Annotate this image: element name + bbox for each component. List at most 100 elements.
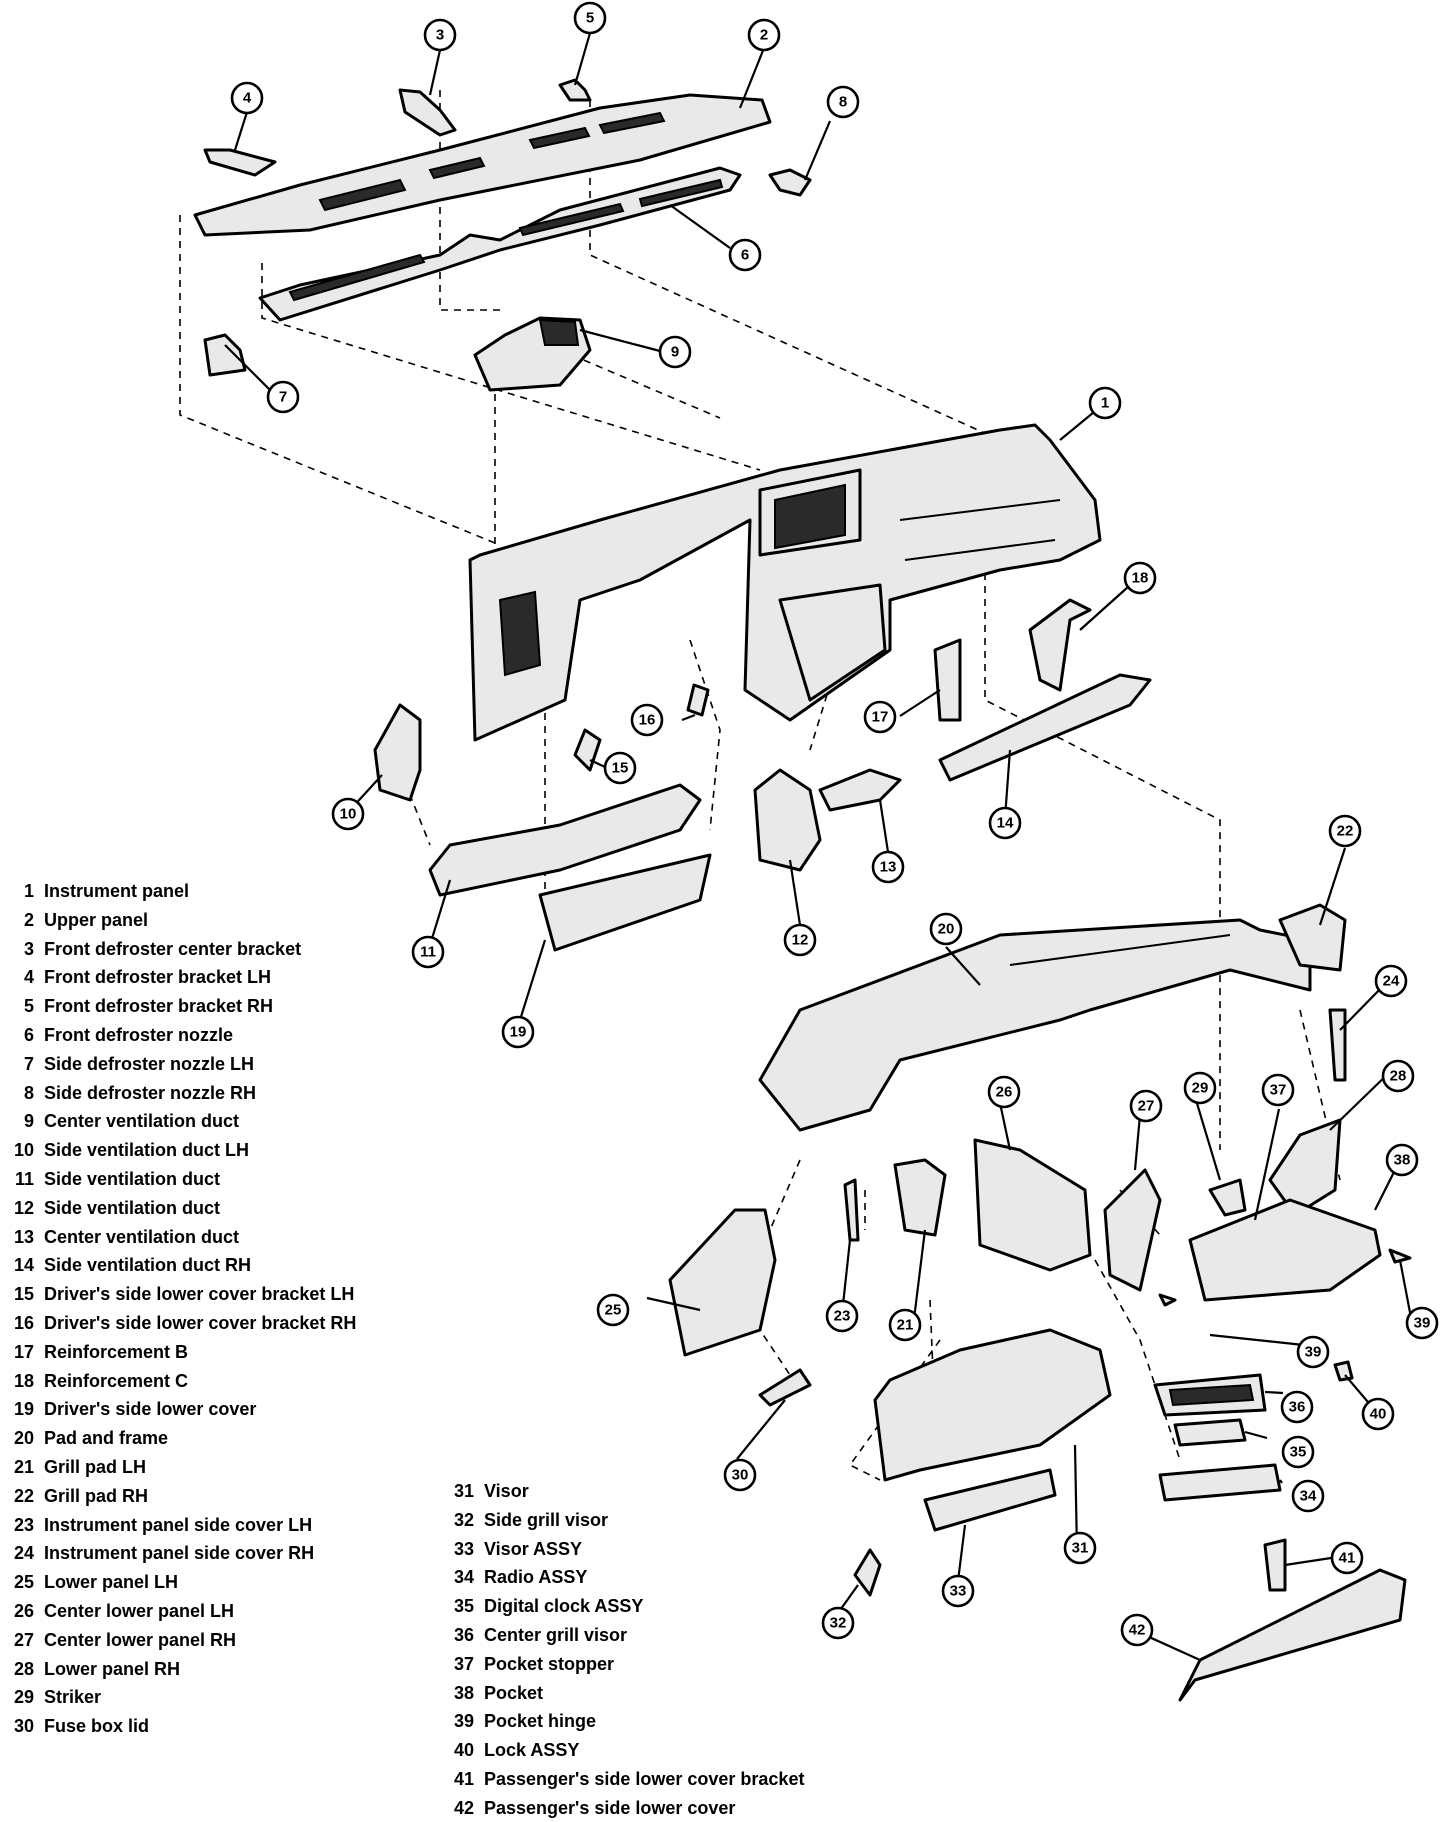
callout-number: 19: [510, 1024, 527, 1041]
legend-item-name: Visor: [484, 1481, 529, 1501]
callout-number: 35: [1290, 1444, 1307, 1461]
callout-circle: [888, 1308, 922, 1342]
callout-number: 5: [586, 10, 594, 27]
callout-15: 15: [603, 751, 637, 785]
callout-circle: [1129, 1089, 1163, 1123]
callout-24: 24: [1374, 964, 1408, 998]
legend-item-number: 14: [13, 1255, 34, 1276]
callout-4: 4: [230, 81, 264, 115]
callout-number: 28: [1390, 1068, 1407, 1085]
upper-panel-shape: [193, 93, 772, 237]
callout-number: 9: [671, 344, 679, 361]
callout-number: 2: [760, 27, 768, 44]
legend-item-name: Side ventilation duct RH: [44, 1255, 252, 1276]
callout-number: 10: [340, 806, 357, 823]
legend-item-number: 1: [23, 881, 34, 901]
leader-lines: [224, 32, 1414, 1662]
front-defroster-nozzle-shape: [258, 166, 742, 322]
instrument-panel-shape: [468, 423, 1102, 742]
legend-item-name: Reinforcement C: [44, 1370, 189, 1391]
legend-item: 14 Side ventilation duct RH: [0, 1251, 480, 1279]
callout-21: 21: [888, 1308, 922, 1342]
legend-item-name: Center ventilation duct: [44, 1226, 240, 1247]
callout-number: 33: [950, 1583, 967, 1600]
legend-item-name: Front defroster center bracket: [44, 938, 302, 959]
callout-number: 24: [1383, 973, 1400, 990]
legend-item-number: 39: [453, 1711, 474, 1732]
legend-item-number: 35: [453, 1596, 474, 1617]
callout-circle: [630, 703, 664, 737]
legend-item-number: 29: [13, 1687, 34, 1708]
callout-circle: [1183, 1071, 1217, 1105]
callout-circle: [1123, 561, 1157, 595]
legend-item-number: 36: [453, 1625, 474, 1645]
visor-pocket-radio-shapes: [853, 1198, 1412, 1702]
legend-item-name: Side ventilation duct: [44, 1169, 221, 1189]
callout-circle: [1088, 386, 1122, 420]
callout-6: 6: [728, 238, 762, 272]
callout-circle: [331, 797, 365, 831]
callout-circle: [1120, 1613, 1154, 1647]
callout-number: 16: [639, 712, 656, 729]
legend-item-name: Striker: [44, 1687, 102, 1708]
legend-item-name: Upper panel: [44, 909, 149, 930]
legend-item-number: 2: [23, 909, 34, 930]
callout-12: 12: [783, 923, 817, 957]
callout-37: 37: [1261, 1073, 1295, 1107]
callout-36: 36: [1280, 1390, 1314, 1424]
callout-17: 17: [863, 700, 897, 734]
legend-item-number: 5: [23, 996, 34, 1017]
legend-item-name: Driver's side lower cover: [44, 1399, 257, 1420]
callout-circle: [825, 1299, 859, 1333]
callout-circle: [747, 18, 781, 52]
callout-number: 29: [1192, 1080, 1209, 1097]
legend-item-name: Grill pad LH: [44, 1457, 147, 1477]
legend-item-name: Passenger's side lower cover: [484, 1797, 736, 1818]
callout-2: 2: [747, 18, 781, 52]
callout-number: 8: [839, 94, 847, 111]
legend-item-name: Pocket hinge: [484, 1711, 597, 1732]
callout-circle: [1381, 1059, 1415, 1093]
legend-item-name: Lower panel LH: [44, 1572, 179, 1593]
callout-number: 34: [1300, 1488, 1317, 1505]
callout-25: 25: [596, 1293, 630, 1327]
legend-item-name: Grill pad RH: [44, 1485, 149, 1506]
callout-5: 5: [573, 1, 607, 35]
legend-item-number: 27: [13, 1629, 34, 1650]
callout-circle: [1063, 1531, 1097, 1565]
callout-number: 40: [1370, 1406, 1387, 1423]
callout-circle: [596, 1293, 630, 1327]
callout-circle: [1280, 1390, 1314, 1424]
callout-circle: [826, 85, 860, 119]
callout-circle: [929, 912, 963, 946]
callout-number: 1: [1101, 395, 1109, 412]
callout-circle: [987, 1075, 1021, 1109]
callout-number: 25: [605, 1302, 622, 1319]
callout-41: 41: [1330, 1541, 1364, 1575]
callout-number: 7: [279, 389, 287, 406]
callout-9: 9: [658, 335, 692, 369]
legend-item-number: 26: [13, 1601, 34, 1621]
legend-item-name: Driver's side lower cover bracket RH: [44, 1313, 357, 1333]
callout-circle: [1330, 1541, 1364, 1575]
legend-item-number: 30: [13, 1716, 34, 1737]
legend-item-number: 18: [13, 1370, 34, 1391]
legend-item-name: Fuse box lid: [44, 1716, 150, 1737]
callout-13: 13: [871, 850, 905, 884]
callout-circle: [1296, 1335, 1330, 1369]
callout-number: 15: [612, 760, 629, 777]
callout-circle: [871, 850, 905, 884]
callout-circle: [411, 935, 445, 969]
legend-item-name: Center grill visor: [484, 1625, 628, 1645]
driver-lower-cover-shapes: [538, 683, 712, 952]
